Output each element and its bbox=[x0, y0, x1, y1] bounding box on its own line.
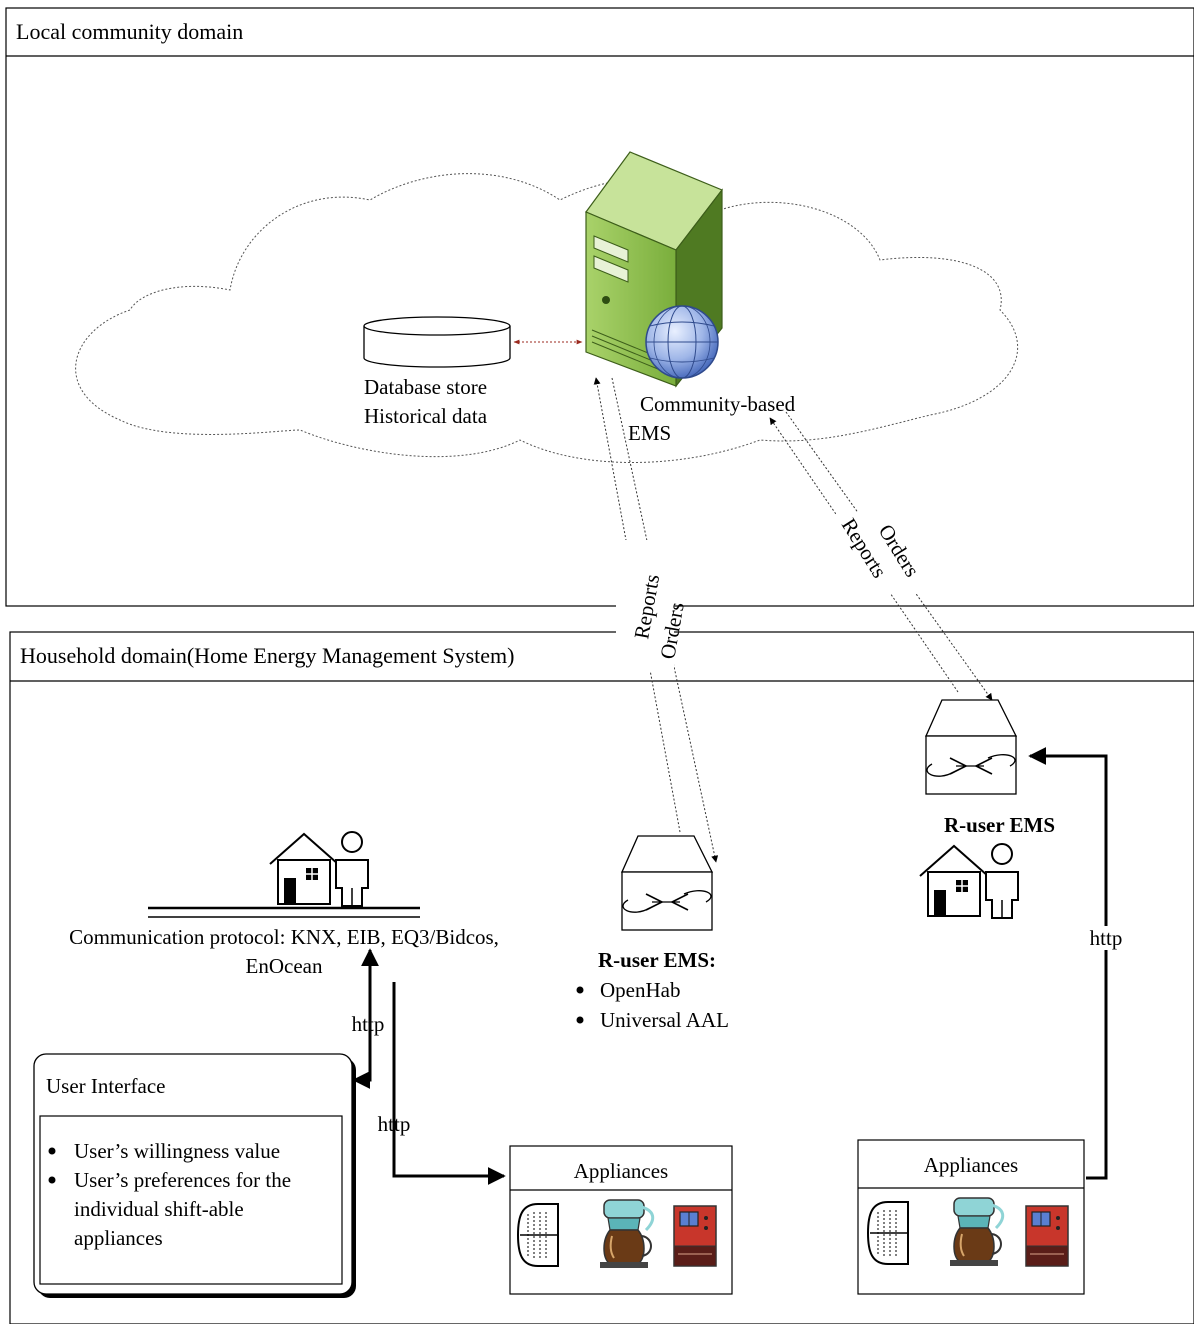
http-label: http bbox=[378, 1112, 411, 1136]
bus-ui-link bbox=[352, 948, 379, 1089]
middle-ems-gateway-icon bbox=[621, 835, 713, 931]
oven-icon bbox=[1025, 1205, 1069, 1267]
http-label-bg bbox=[1090, 926, 1124, 950]
middle-orders-line bbox=[611, 377, 719, 863]
appliances-left-title: Appliances bbox=[574, 1159, 668, 1183]
middle-ems-bullet bbox=[576, 1016, 584, 1024]
ui-list-item: User’s willingness value bbox=[74, 1139, 280, 1163]
right-ems-gateway-icon bbox=[925, 699, 1017, 795]
ui-list-item-cont: individual shift-able bbox=[74, 1197, 244, 1221]
ui-list-item-cont: appliances bbox=[74, 1226, 163, 1250]
right-reports-line bbox=[769, 417, 959, 693]
protocol-label-line1: Communication protocol: KNX, EIB, EQ3/Bi… bbox=[69, 925, 499, 949]
oven-icon bbox=[673, 1205, 717, 1267]
ui-bullet bbox=[48, 1176, 56, 1184]
ui-bullet bbox=[48, 1147, 56, 1155]
middle-ems-bullet bbox=[576, 986, 584, 994]
protocol-label-line2: EnOcean bbox=[246, 954, 323, 978]
globe-icon bbox=[645, 305, 719, 379]
user-interface-list-box bbox=[39, 1115, 343, 1285]
server-label-line2: EMS bbox=[628, 421, 671, 445]
refrigerator-icon bbox=[517, 1203, 559, 1267]
right-ems-title: R-user EMS bbox=[944, 813, 1055, 837]
middle-reports-line bbox=[593, 377, 681, 833]
user-interface-title: User Interface bbox=[46, 1074, 166, 1098]
database-cylinder-icon bbox=[363, 316, 511, 368]
refrigerator-icon bbox=[867, 1201, 909, 1265]
database-label-line2: Historical data bbox=[364, 404, 488, 428]
right-link-label-bg bbox=[836, 512, 918, 594]
middle-ems-item: OpenHab bbox=[600, 978, 680, 1002]
appliances-right-title: Appliances bbox=[924, 1153, 1018, 1177]
appliances-ems-link bbox=[1028, 747, 1108, 1180]
appliances-left-panel: Appliances bbox=[509, 1145, 733, 1295]
cloud-shape bbox=[75, 173, 1018, 463]
household-domain-title: Household domain(Home Energy Management … bbox=[20, 643, 515, 668]
community-domain-title: Local community domain bbox=[16, 19, 243, 44]
bus-appliances-link bbox=[392, 982, 506, 1185]
middle-ems-title: R-user EMS: bbox=[598, 948, 716, 972]
server-label-line1: Community-based bbox=[640, 392, 796, 416]
middle-ems-item: Universal AAL bbox=[600, 1008, 729, 1032]
appliances-right-panel: Appliances bbox=[857, 1139, 1085, 1295]
user-interface-panel: User Interface User’s willingness value … bbox=[33, 1053, 356, 1298]
http-label: http bbox=[1090, 926, 1123, 950]
database-label-line1: Database store bbox=[364, 375, 487, 399]
http-label: http bbox=[352, 1012, 385, 1036]
ui-list-item: User’s preferences for the bbox=[74, 1168, 291, 1192]
middle-link-label-bg bbox=[616, 540, 674, 672]
